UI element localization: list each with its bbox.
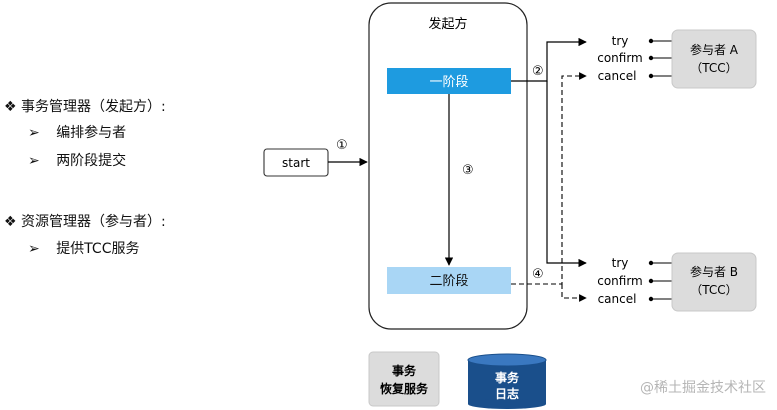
arrow-bullet-icon: ➢ <box>28 153 40 169</box>
tm-item-1: ➢ 编排参与者 <box>28 122 126 142</box>
recovery-service-box[interactable] <box>368 351 440 407</box>
arrow-bullet-icon: ➢ <box>28 125 40 141</box>
participant-a-box[interactable] <box>671 29 757 89</box>
arrow-bullet-icon: ➢ <box>28 241 40 257</box>
op-confirm-a: confirm <box>597 51 643 65</box>
participant-b-line2: （TCC） <box>690 283 737 297</box>
start-label: start <box>282 156 310 170</box>
phase2-connector <box>511 72 587 285</box>
interface-dots-b <box>648 260 654 302</box>
phase1-box[interactable] <box>387 68 511 94</box>
phase1-label: 一阶段 <box>429 75 468 90</box>
op-confirm-b: confirm <box>597 274 643 288</box>
tm-item-label: 两阶段提交 <box>56 153 127 169</box>
rm-item-label: 提供TCC服务 <box>56 241 140 257</box>
initiator-title: 发起方 <box>428 16 467 32</box>
op-try-a: try <box>612 34 629 48</box>
try-connector <box>511 37 587 82</box>
participant-a-line1: 参与者 A <box>690 42 739 57</box>
tm-title: ❖ 事务管理器（发起方）: <box>4 99 166 115</box>
rm-title: ❖ 资源管理器（参与者）: <box>4 214 166 230</box>
step-1-label: ① <box>336 138 348 153</box>
tm-item-label: 编排参与者 <box>56 125 127 141</box>
log-line2: 日志 <box>495 386 519 401</box>
phase2-label: 二阶段 <box>429 274 468 289</box>
participant-b-line1: 参与者 B <box>690 264 738 279</box>
rm-item-1: ➢ 提供TCC服务 <box>28 238 139 258</box>
interface-dots-a <box>648 38 654 79</box>
transaction-log-cylinder[interactable] <box>467 353 547 409</box>
step-4-label: ④ <box>532 267 544 282</box>
interface-lines-a <box>651 40 672 77</box>
op-cancel-b: cancel <box>598 292 637 306</box>
try-connector-b <box>546 81 587 268</box>
watermark: @稀土掘金技术社区 <box>640 380 766 396</box>
recovery-line2: 恢复服务 <box>380 381 429 396</box>
step-3-label: ③ <box>462 163 474 178</box>
participant-a-line2: （TCC） <box>690 61 737 75</box>
log-line1: 事务 <box>495 370 520 385</box>
phase2-connector-b <box>561 284 587 302</box>
tm-item-2: ➢ 两阶段提交 <box>28 150 126 170</box>
phase2-box[interactable] <box>387 267 511 294</box>
step-2-label: ② <box>532 64 544 79</box>
op-cancel-a: cancel <box>598 69 637 83</box>
op-try-b: try <box>612 256 629 270</box>
interface-lines-b <box>651 262 672 300</box>
participant-b-box[interactable] <box>671 252 757 312</box>
recovery-line1: 事务 <box>392 363 417 378</box>
